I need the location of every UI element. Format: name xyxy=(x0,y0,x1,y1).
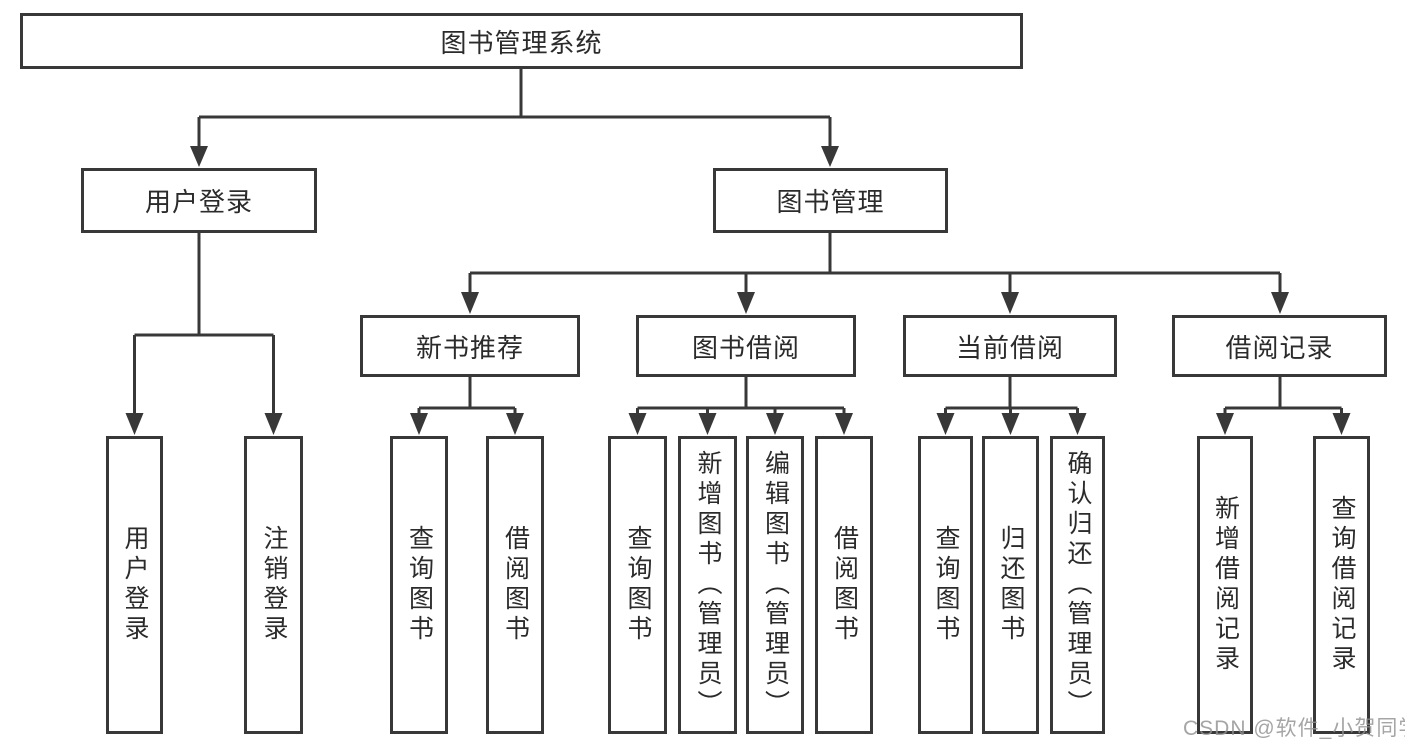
node-book-borrow: 图书借阅 xyxy=(636,315,856,377)
leaf-borrow-query-books: 查询图书 xyxy=(608,436,667,734)
leaf-recommend-borrow-books: 借阅图书 xyxy=(486,436,544,734)
node-label: 用户登录 xyxy=(144,187,253,217)
connector-book-management-to-level3 xyxy=(468,233,1282,297)
node-label: 归还图书 xyxy=(997,525,1025,645)
leaf-borrow-edit-books-admin: 编辑图书（管理员） xyxy=(746,436,804,734)
node-root-system: 图书管理系统 xyxy=(20,13,1023,69)
leaf-logout: 注销登录 xyxy=(244,436,303,734)
node-label: 新增图书（管理员） xyxy=(694,450,722,720)
connector-new-book-recommend-to-leaves xyxy=(417,377,517,418)
node-label: 查询图书 xyxy=(932,525,960,645)
leaf-current-confirm-return-admin: 确认归还（管理员） xyxy=(1050,436,1105,734)
node-label: 编辑图书（管理员） xyxy=(761,450,790,720)
node-borrow-records: 借阅记录 xyxy=(1172,315,1387,377)
connector-root-to-level1 xyxy=(197,69,832,150)
node-label: 查询图书 xyxy=(624,525,652,645)
node-label: 图书管理系统 xyxy=(440,27,603,58)
leaf-records-query-record: 查询借阅记录 xyxy=(1313,436,1370,734)
leaf-borrow-borrow-books: 借阅图书 xyxy=(815,436,873,734)
node-user-login: 用户登录 xyxy=(81,168,317,233)
connector-borrow-records-to-leaves xyxy=(1223,377,1343,418)
connector-user-login-to-leaves xyxy=(133,233,275,418)
leaf-current-query-books: 查询图书 xyxy=(918,436,973,734)
node-label: 图书借阅 xyxy=(691,332,800,363)
leaf-user-login: 用户登录 xyxy=(106,436,163,734)
node-label: 查询图书 xyxy=(405,525,434,645)
leaf-recommend-query-books: 查询图书 xyxy=(390,436,448,734)
watermark: CSDN @软件_小贺同学 xyxy=(1183,717,1405,740)
node-label: 用户登录 xyxy=(121,525,149,645)
node-label: 查询借阅记录 xyxy=(1328,495,1356,675)
node-label: 借阅记录 xyxy=(1225,332,1334,363)
leaf-current-return-books: 归还图书 xyxy=(982,436,1039,734)
node-label: 新增借阅记录 xyxy=(1211,495,1240,675)
node-label: 借阅图书 xyxy=(501,525,530,645)
node-label: 注销登录 xyxy=(260,525,288,645)
node-label: 当前借阅 xyxy=(955,332,1064,363)
connector-book-borrow-to-leaves xyxy=(636,377,846,418)
leaf-records-add-record: 新增借阅记录 xyxy=(1197,436,1253,734)
node-label: 图书管理 xyxy=(776,187,885,217)
node-current-borrow: 当前借阅 xyxy=(903,315,1117,377)
node-label: 借阅图书 xyxy=(830,525,859,645)
node-new-book-recommend: 新书推荐 xyxy=(360,315,580,377)
node-label: 新书推荐 xyxy=(415,332,524,363)
leaf-borrow-add-books-admin: 新增图书（管理员） xyxy=(678,436,737,734)
node-book-management: 图书管理 xyxy=(713,168,948,233)
node-label: 确认归还（管理员） xyxy=(1064,450,1092,720)
connector-current-borrow-to-leaves xyxy=(944,377,1079,418)
